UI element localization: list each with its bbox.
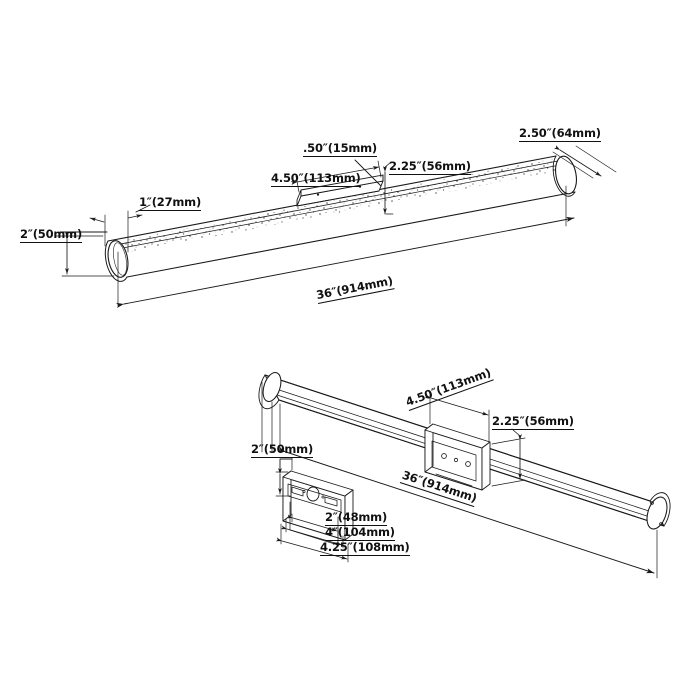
dim-label-upper-canopy-length: 4.50″(113mm): [271, 171, 361, 187]
bracket-detail-dimension-lines: [275, 458, 349, 563]
dim-label-upper-end-inset: 1″(27mm): [139, 195, 202, 211]
dim-label-lower-body-height: 2″(50mm): [251, 442, 314, 458]
dim-label-upper-body-depth: 2.25″(56mm): [389, 159, 471, 175]
dim-label-upper-body-width: 2.50″(64mm): [519, 126, 601, 142]
dim-label-upper-canopy-thickness: .50″(15mm): [303, 141, 377, 157]
dim-label-lower-bracket-height: 2.25″(56mm): [492, 414, 574, 430]
upper-dimension-lines: [54, 145, 617, 308]
dim-label-bracket-mid-width: 4″(104mm): [325, 525, 395, 541]
dim-label-upper-height: 2″(50mm): [20, 227, 83, 243]
dim-label-bracket-outer-width: 4.25″(108mm): [320, 540, 410, 556]
dim-label-bracket-inner-width: 2″(48mm): [325, 510, 388, 526]
lower-dimension-lines: [261, 381, 658, 579]
